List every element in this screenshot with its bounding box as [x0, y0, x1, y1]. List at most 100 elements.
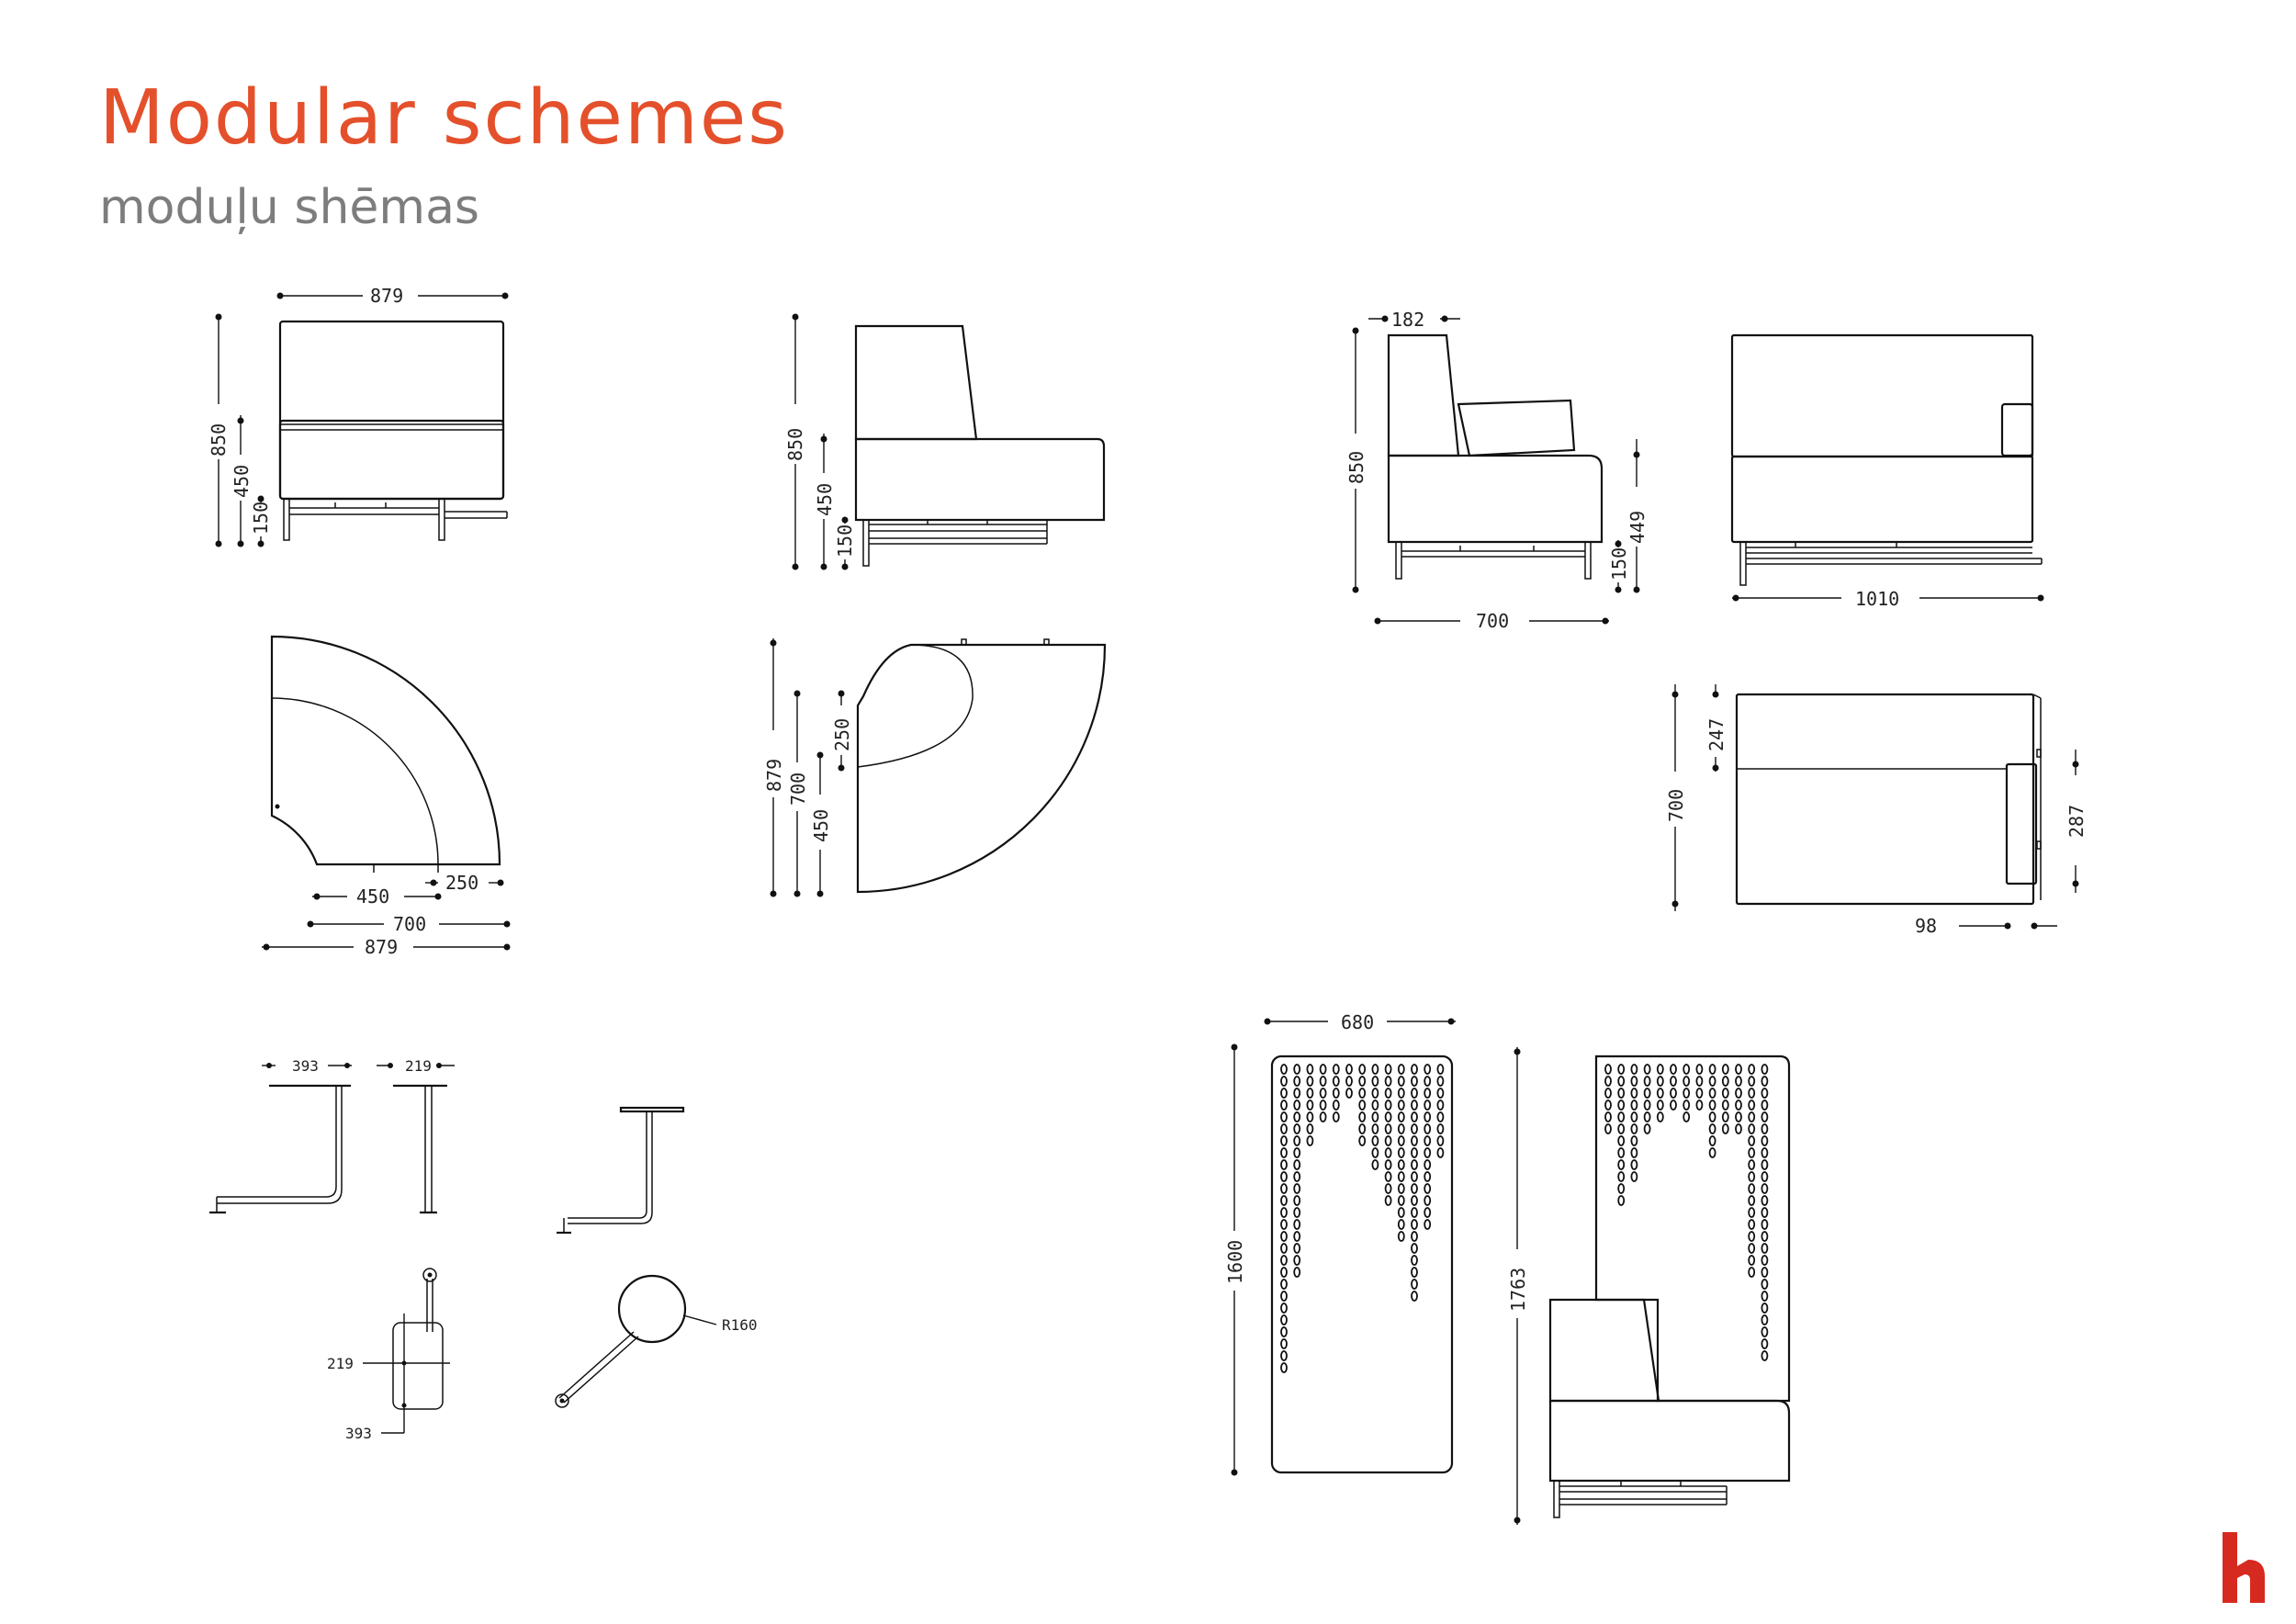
dim-label: 450 [810, 809, 832, 842]
perforation-hole [1436, 1147, 1445, 1158]
perforation-hole [1748, 1219, 1756, 1230]
perforation-hole [1280, 1100, 1288, 1111]
perforation-hole [1436, 1076, 1445, 1087]
perforation-hole [1721, 1076, 1729, 1087]
perforation-hole [1630, 1147, 1638, 1158]
perforation-hole [1617, 1064, 1626, 1075]
dim-label: 879 [365, 936, 398, 958]
perforation-hole [1735, 1076, 1742, 1087]
dim-label: 98 [1915, 915, 1937, 937]
perforation-hole [1761, 1231, 1769, 1242]
perforation-hole [1670, 1076, 1677, 1087]
perforation-hole [1761, 1100, 1769, 1111]
perforation-hole [1721, 1111, 1729, 1122]
perforation-hole [1643, 1111, 1651, 1122]
perforation-hole [1708, 1088, 1716, 1099]
perforation-hole [1617, 1123, 1626, 1134]
perforation-hole [1280, 1362, 1288, 1373]
perforation-hole [1630, 1076, 1638, 1087]
dimension-corner-plan: 450 250 700 879 [262, 872, 511, 958]
perforation-hole [1670, 1088, 1677, 1099]
armrest-module-front [1730, 333, 2043, 586]
perforation-hole [1293, 1147, 1301, 1158]
perforation-hole [1683, 1111, 1691, 1122]
perforation-hole [1436, 1100, 1445, 1111]
perforation-hole [1436, 1088, 1445, 1099]
perforation-hole [1604, 1123, 1612, 1134]
perforation-hole [1411, 1147, 1418, 1158]
perforation-hole [1411, 1291, 1418, 1302]
dim-label: 450 [356, 885, 389, 908]
perforation-hole [1358, 1135, 1367, 1146]
perforation-hole [1411, 1159, 1418, 1170]
round-table-elevation [557, 1106, 685, 1235]
perforation-hole [1683, 1100, 1691, 1111]
straight-module-side [854, 324, 1106, 567]
perforation-hole [1411, 1243, 1418, 1254]
perforation-hole [1384, 1100, 1392, 1111]
perforation-hole [1761, 1207, 1769, 1218]
perforation-hole [1384, 1183, 1392, 1194]
dimension-corner-side: 879 700 450 250 [763, 638, 853, 897]
perforation-hole [1630, 1100, 1638, 1111]
perforation-hole [1293, 1123, 1301, 1134]
perforation-hole [1280, 1267, 1288, 1278]
perforation-hole [1384, 1123, 1392, 1134]
perforation-hole [1670, 1064, 1677, 1075]
perforation-hole [1280, 1135, 1288, 1146]
perforation-hole [1630, 1064, 1638, 1075]
perforation-hole [1306, 1088, 1314, 1099]
perforation-hole [1424, 1183, 1432, 1194]
dimension-armrest-front: 1010 [1732, 588, 2044, 610]
perforation-hole [1280, 1183, 1288, 1194]
dimension-straight-width: 879 [276, 285, 509, 307]
perforation-hole [1280, 1076, 1288, 1087]
corner-module-side [856, 638, 1107, 894]
perforation-hole [1371, 1076, 1379, 1087]
dimension-straight-side: 850 450 150 [784, 313, 856, 570]
perforation-hole [1397, 1123, 1405, 1134]
perforation-hole [1411, 1183, 1418, 1194]
perforation-hole [1293, 1064, 1301, 1075]
perforation-hole [1424, 1159, 1432, 1170]
perforation-hole [1748, 1183, 1756, 1194]
dimension-screen-panel: 680 1600 [1224, 1011, 1456, 1476]
perforation-hole [1643, 1088, 1651, 1099]
perforation-hole [1280, 1326, 1288, 1337]
corner-module-plan [270, 635, 501, 873]
perforation-hole [1411, 1279, 1418, 1290]
perforation-hole [1397, 1088, 1405, 1099]
perforation-hole [1761, 1291, 1769, 1302]
perforation-hole [1748, 1267, 1756, 1278]
perforation-hole [1761, 1255, 1769, 1266]
perforation-hole [1397, 1064, 1405, 1075]
perforation-hole [1293, 1255, 1301, 1266]
perforation-hole [1617, 1111, 1626, 1122]
dim-label: 250 [445, 872, 478, 894]
perforation-hole [1319, 1088, 1327, 1099]
perforation-hole [1293, 1195, 1301, 1206]
perforation-hole [1306, 1076, 1314, 1087]
perforation-hole [1293, 1111, 1301, 1122]
perforation-hole [1358, 1064, 1367, 1075]
perforation-hole [1748, 1195, 1756, 1206]
perforation-hole [1708, 1111, 1716, 1122]
perforation-hole [1411, 1135, 1418, 1146]
dim-label: 219 [327, 1355, 354, 1372]
perforation-hole [1761, 1147, 1769, 1158]
perforation-hole [1371, 1100, 1379, 1111]
perforation-hole [1748, 1171, 1756, 1182]
dim-label: 450 [814, 483, 836, 516]
perforation-hole [1761, 1326, 1769, 1337]
perforation-hole [1411, 1207, 1418, 1218]
straight-module-front [278, 320, 508, 541]
perforation-hole [1643, 1076, 1651, 1087]
perforation-hole [1617, 1088, 1626, 1099]
perforation-hole [1656, 1100, 1664, 1111]
perforation-hole [1735, 1111, 1742, 1122]
perforation-hole [1280, 1111, 1288, 1122]
perforation-hole [1436, 1123, 1445, 1134]
perforation-hole [1280, 1219, 1288, 1230]
dimension-screen-module: 1763 [1507, 1047, 1529, 1525]
perforation-hole [1280, 1231, 1288, 1242]
